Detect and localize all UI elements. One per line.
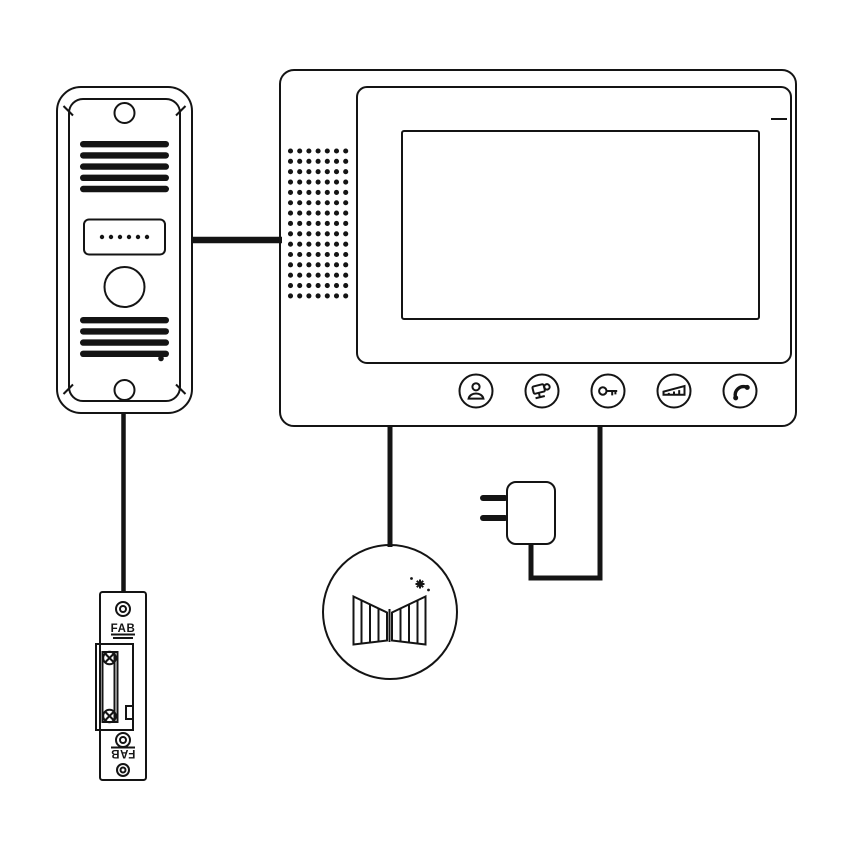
strike-hole-mid-outer xyxy=(115,732,131,748)
upper-grille xyxy=(80,141,169,193)
screw-hole-top xyxy=(113,102,136,124)
status-led-dot xyxy=(158,355,164,362)
monitor-button-phone xyxy=(722,373,758,409)
strike-latch-assembly xyxy=(95,643,134,731)
eu-plug-pin-top xyxy=(480,495,508,501)
monitor-button-camera xyxy=(524,373,560,409)
speaker-dot-grid xyxy=(287,148,349,299)
indoor-monitor xyxy=(279,69,797,427)
door-station xyxy=(56,86,193,414)
talk-person-icon xyxy=(467,382,485,400)
door-station-outer-shell xyxy=(56,86,193,414)
gate-badge-circle xyxy=(322,544,458,680)
door-strike: FAB FAB xyxy=(95,591,147,781)
screen-bezel xyxy=(356,86,792,364)
strike-hole-top-outer xyxy=(115,601,131,617)
signal-sparkle-icon xyxy=(410,577,430,592)
brand-label-bottom-group: FAB xyxy=(111,746,136,759)
bezel-corner-lines xyxy=(62,105,187,395)
button-ring xyxy=(722,373,758,409)
button-ring xyxy=(524,373,560,409)
power-adapter xyxy=(480,481,556,545)
strike-plate xyxy=(99,591,147,781)
strike-hole-bottom-outer xyxy=(116,763,130,777)
strike-hole-mid-inner xyxy=(119,736,127,744)
monitor-housing xyxy=(279,69,797,427)
monitor-button-talk xyxy=(458,373,494,409)
screen xyxy=(401,130,760,320)
screw-hole-bottom xyxy=(113,379,136,401)
monitor-button-row xyxy=(458,373,758,409)
call-button-dots xyxy=(99,234,150,240)
latch-body xyxy=(95,643,134,731)
call-panel xyxy=(83,218,166,256)
camera-lens xyxy=(103,266,146,308)
strike-hole-top-inner xyxy=(119,605,127,613)
brand-label-bottom: FAB xyxy=(111,747,136,759)
phone-handset-icon xyxy=(733,384,750,401)
wire-adapter-to-monitor xyxy=(528,426,603,581)
opening-gate-icon xyxy=(352,594,427,646)
gate-badge xyxy=(322,544,458,680)
adapter-body xyxy=(506,481,556,545)
latch-screw-top xyxy=(102,650,117,666)
brand-label-top: FAB xyxy=(111,623,136,635)
eu-plug-pin-bottom xyxy=(480,515,508,521)
lower-grille xyxy=(80,317,169,357)
button-ring xyxy=(458,373,494,409)
unlock-key-icon xyxy=(598,386,618,396)
monitor-button-unlock xyxy=(590,373,626,409)
strike-hole-bottom-inner xyxy=(119,766,127,774)
cctv-camera-icon xyxy=(531,383,551,400)
latch-tab xyxy=(125,705,134,720)
volume-level-icon xyxy=(662,384,686,396)
button-ring xyxy=(656,373,692,409)
latch-screw-bottom xyxy=(102,708,117,724)
monitor-button-volume xyxy=(656,373,692,409)
button-ring xyxy=(590,373,626,409)
